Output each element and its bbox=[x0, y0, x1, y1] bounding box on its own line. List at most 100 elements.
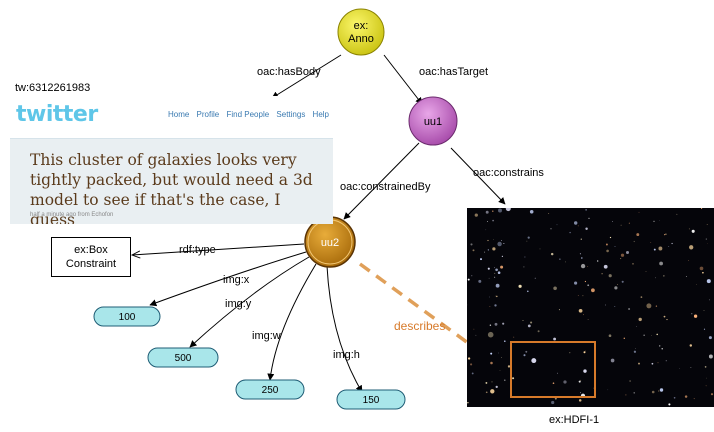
star bbox=[705, 238, 707, 240]
star bbox=[501, 255, 504, 258]
star bbox=[499, 370, 501, 371]
star bbox=[611, 221, 613, 223]
value-x-text: 100 bbox=[119, 312, 136, 323]
star bbox=[585, 209, 587, 211]
star bbox=[708, 336, 712, 340]
star bbox=[658, 390, 660, 392]
star bbox=[500, 265, 504, 269]
star bbox=[580, 238, 582, 240]
star bbox=[498, 208, 502, 213]
star bbox=[574, 281, 578, 285]
star bbox=[467, 402, 469, 404]
star bbox=[494, 304, 497, 307]
star bbox=[607, 389, 609, 391]
star bbox=[585, 227, 588, 230]
tweet-nav-settings[interactable]: Settings bbox=[276, 110, 306, 119]
star bbox=[564, 261, 566, 263]
star bbox=[574, 221, 578, 225]
star bbox=[480, 258, 482, 261]
star bbox=[699, 266, 704, 271]
star bbox=[490, 361, 493, 365]
star bbox=[689, 344, 693, 347]
star bbox=[534, 277, 536, 279]
star bbox=[578, 380, 581, 383]
star bbox=[632, 263, 634, 265]
edge-img-x bbox=[149, 251, 307, 307]
star bbox=[620, 253, 625, 257]
star bbox=[620, 224, 622, 226]
star bbox=[708, 354, 713, 359]
star bbox=[484, 251, 486, 253]
star bbox=[557, 372, 558, 374]
star bbox=[475, 334, 477, 336]
star bbox=[593, 387, 595, 389]
star bbox=[495, 268, 498, 272]
star bbox=[705, 385, 707, 387]
label-img-h: img:h bbox=[333, 349, 360, 361]
star bbox=[645, 271, 647, 273]
star bbox=[668, 403, 671, 406]
star bbox=[485, 229, 487, 231]
label-img-w: img:w bbox=[252, 330, 281, 342]
edge-img-h bbox=[326, 265, 363, 393]
star bbox=[493, 239, 494, 240]
star bbox=[655, 305, 658, 307]
star bbox=[507, 365, 511, 368]
edge-constrained-by bbox=[343, 142, 420, 220]
star bbox=[646, 303, 652, 309]
star bbox=[628, 307, 631, 311]
star bbox=[558, 309, 560, 311]
star bbox=[708, 299, 710, 301]
star bbox=[470, 363, 473, 366]
star bbox=[473, 328, 475, 330]
edge-describes bbox=[358, 262, 498, 365]
star bbox=[471, 275, 473, 277]
star bbox=[623, 337, 625, 339]
star bbox=[577, 294, 579, 296]
star bbox=[495, 283, 500, 288]
star bbox=[676, 213, 678, 215]
star bbox=[580, 263, 586, 269]
star bbox=[636, 326, 637, 327]
star bbox=[556, 224, 558, 226]
star bbox=[609, 236, 612, 239]
star bbox=[493, 267, 495, 269]
image-caption: ex:HDFI-1 bbox=[549, 414, 600, 426]
star bbox=[591, 288, 595, 293]
star bbox=[691, 229, 695, 233]
star bbox=[497, 271, 501, 274]
label-img-x: img:x bbox=[223, 274, 250, 286]
star bbox=[580, 257, 583, 259]
tweet-nav-home[interactable]: Home bbox=[167, 110, 190, 119]
star bbox=[472, 249, 475, 252]
star bbox=[679, 368, 680, 369]
star bbox=[614, 245, 616, 247]
label-constrains: oac:constrains bbox=[473, 167, 544, 179]
star bbox=[578, 308, 583, 313]
star bbox=[658, 246, 663, 251]
star bbox=[587, 319, 589, 320]
star bbox=[668, 246, 670, 248]
star bbox=[577, 225, 579, 227]
star bbox=[638, 362, 640, 365]
star bbox=[569, 231, 571, 234]
value-node-h: 150 bbox=[336, 389, 406, 410]
value-node-w: 250 bbox=[235, 379, 305, 400]
tweet-nav-help[interactable]: Help bbox=[312, 110, 329, 119]
star bbox=[665, 233, 667, 235]
edge-img-y bbox=[189, 256, 310, 348]
star bbox=[504, 340, 506, 342]
star bbox=[490, 352, 493, 355]
star bbox=[633, 392, 635, 394]
star bbox=[650, 242, 652, 243]
label-rdf-type: rdf:type bbox=[179, 244, 216, 256]
star bbox=[702, 271, 704, 274]
star bbox=[671, 242, 673, 245]
node-uu1-text: uu1 bbox=[424, 116, 442, 128]
star bbox=[474, 213, 478, 217]
star bbox=[492, 219, 494, 222]
tweet-nav-profile[interactable]: Profile bbox=[196, 110, 220, 119]
edge-constrains bbox=[450, 147, 506, 205]
tweet-nav-find-people[interactable]: Find People bbox=[226, 110, 270, 119]
star bbox=[588, 217, 590, 220]
